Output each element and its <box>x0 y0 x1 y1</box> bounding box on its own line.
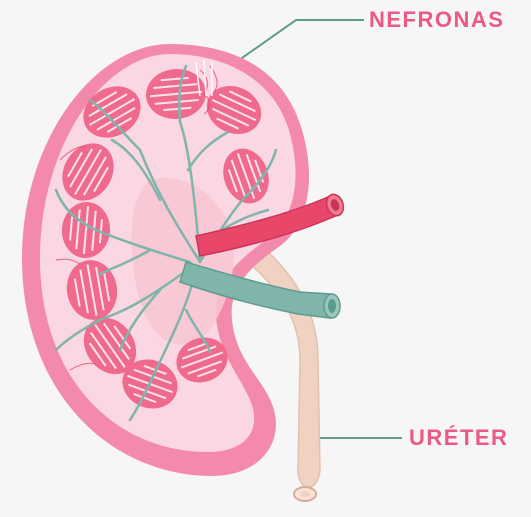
ureter-label: URÉTER <box>409 427 508 449</box>
nefronas-label: NEFRONAS <box>369 9 504 31</box>
